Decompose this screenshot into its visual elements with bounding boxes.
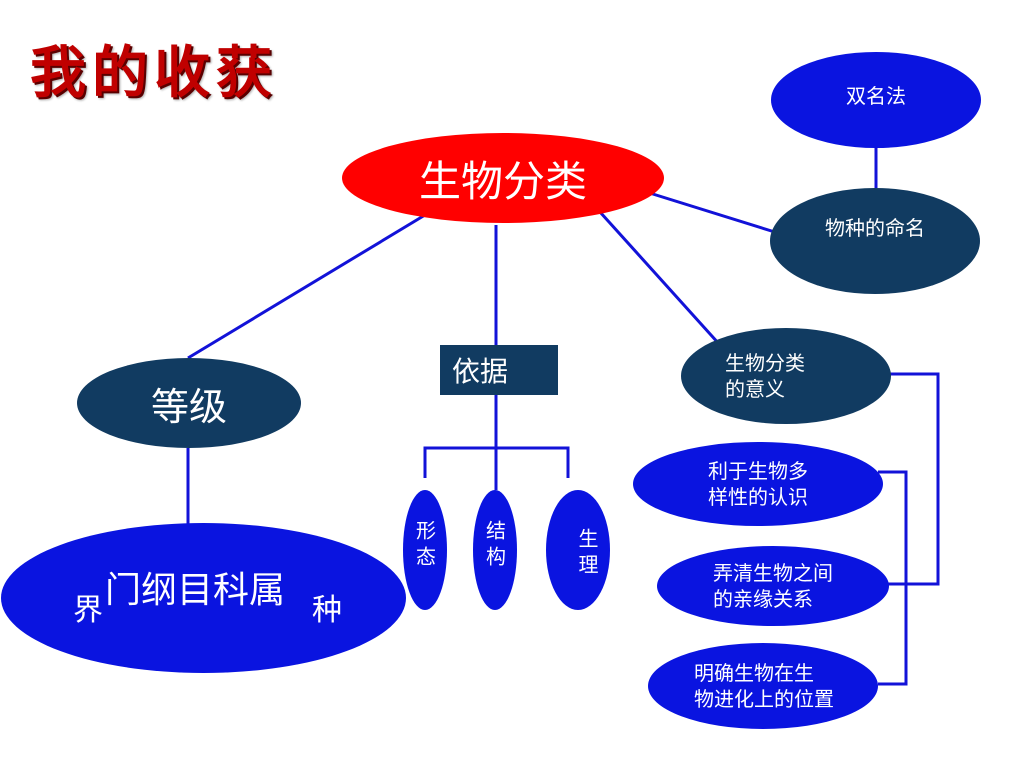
basis-item-physiology-label: 生理	[575, 528, 599, 580]
significance-node: 生物分类 的意义	[681, 328, 891, 424]
significance-label: 生物分类 的意义	[725, 350, 805, 402]
significance-item-line2: 样性的认识	[708, 485, 808, 509]
significance-item-line1: 利于生物多	[708, 459, 808, 483]
center-node-label: 生物分类	[418, 156, 587, 206]
significance-item-line1: 弄清生物之间	[713, 561, 833, 585]
significance-label-line1: 生物分类	[725, 351, 805, 375]
binomial-nomenclature-label: 双名法	[846, 84, 906, 108]
basis-item-structure: 结构	[473, 490, 517, 610]
page-title: 我的收获	[30, 40, 278, 106]
taxonomic-ranks-ellipse: 界 门纲目科属 种	[1, 523, 406, 673]
basis-item-structure-label: 结构	[482, 520, 507, 572]
basis-item-morphology-label: 形态	[412, 520, 437, 572]
basis-item-morphology: 形态	[403, 490, 447, 610]
significance-item-kinship-text: 弄清生物之间 的亲缘关系	[713, 560, 833, 612]
significance-item-line2: 物进化上的位置	[694, 687, 834, 711]
significance-item-biodiversity: 利于生物多 样性的认识	[633, 442, 883, 526]
species-naming-label: 物种的命名	[825, 216, 925, 240]
significance-item-biodiversity-text: 利于生物多 样性的认识	[708, 458, 808, 510]
significance-item-kinship: 弄清生物之间 的亲缘关系	[657, 546, 889, 626]
basis-label: 依据	[452, 355, 509, 388]
rank-label: 等级	[150, 384, 227, 429]
significance-item-line2: 的亲缘关系	[713, 587, 813, 611]
basis-item-physiology: 生理	[546, 490, 610, 610]
significance-item-line1: 明确生物在生	[694, 661, 814, 685]
rank-kingdom: 界	[73, 593, 103, 628]
rank-node: 等级	[77, 358, 301, 448]
significance-item-evolution: 明确生物在生 物进化上的位置	[648, 643, 878, 729]
rank-middle-levels: 门纲目科属	[105, 570, 286, 611]
species-naming-node: 物种的命名	[770, 188, 980, 294]
significance-label-line2: 的意义	[725, 377, 785, 401]
center-node-biological-classification: 生物分类	[342, 133, 664, 223]
basis-box: 依据	[440, 345, 558, 395]
significance-item-evolution-text: 明确生物在生 物进化上的位置	[694, 660, 834, 712]
rank-species: 种	[312, 593, 342, 628]
binomial-nomenclature-node: 双名法	[771, 52, 981, 148]
